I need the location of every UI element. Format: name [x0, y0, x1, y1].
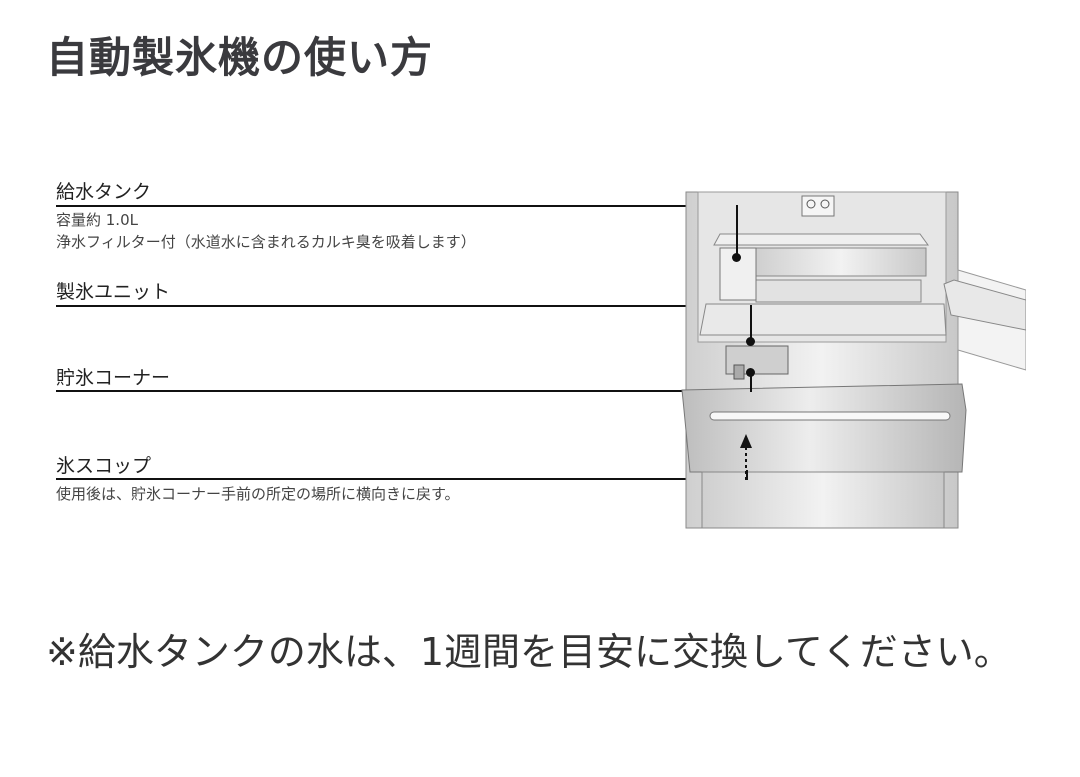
callout-label-water-tank: 給水タンク	[56, 181, 152, 203]
callout-detail-filter: 浄水フィルター付（水道水に含まれるカルキ臭を吸着します）	[56, 233, 476, 251]
connector-ice-scoop	[746, 470, 748, 480]
callout-detail-capacity: 容量約 1.0L	[56, 211, 138, 229]
leader-line-ice-scoop	[56, 478, 750, 480]
refrigerator-illustration	[681, 191, 1026, 529]
callout-label-ice-unit: 製氷ユニット	[56, 281, 171, 303]
connector-ice-unit	[750, 305, 752, 341]
leader-line-ice-storage	[56, 390, 752, 392]
pointer-dot-ice-storage	[746, 368, 755, 377]
page-title: 自動製氷機の使い方	[46, 33, 434, 82]
pointer-dot-water-tank	[732, 253, 741, 262]
callout-label-ice-storage: 貯氷コーナー	[56, 367, 171, 389]
leader-line-water-tank	[56, 205, 738, 207]
callout-detail-scoop: 使用後は、貯氷コーナー手前の所定の場所に横向きに戻す。	[56, 485, 460, 503]
connector-ice-storage	[750, 372, 752, 392]
connector-water-tank	[736, 205, 738, 257]
replacement-note: ※給水タンクの水は、1週間を目安に交換してください。	[46, 630, 1012, 674]
leader-line-ice-unit	[56, 305, 752, 307]
pointer-dot-ice-unit	[746, 337, 755, 346]
callout-label-ice-scoop: 氷スコップ	[56, 455, 152, 477]
